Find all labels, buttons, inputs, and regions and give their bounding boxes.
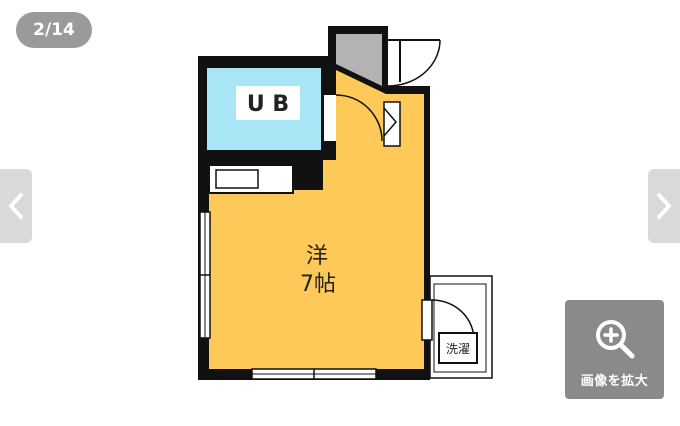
zoom-in-icon — [595, 320, 634, 359]
entrance-area — [336, 34, 382, 86]
chevron-right-icon — [657, 193, 671, 219]
zoom-label: 画像を拡大 — [580, 374, 649, 389]
room-type-label: 洋 — [306, 244, 328, 269]
main-room — [209, 70, 424, 369]
bath-label: U B — [247, 92, 289, 117]
chevron-left-icon — [9, 193, 23, 219]
laundry-label: 洗濯 — [446, 342, 470, 356]
previous-image-button[interactable] — [0, 169, 32, 243]
image-counter: 2/14 — [16, 12, 92, 48]
next-image-button[interactable] — [648, 169, 680, 243]
room-size-label: 7帖 — [300, 272, 336, 297]
washer-space — [438, 332, 478, 364]
zoom-image-button[interactable]: 画像を拡大 — [565, 300, 664, 399]
